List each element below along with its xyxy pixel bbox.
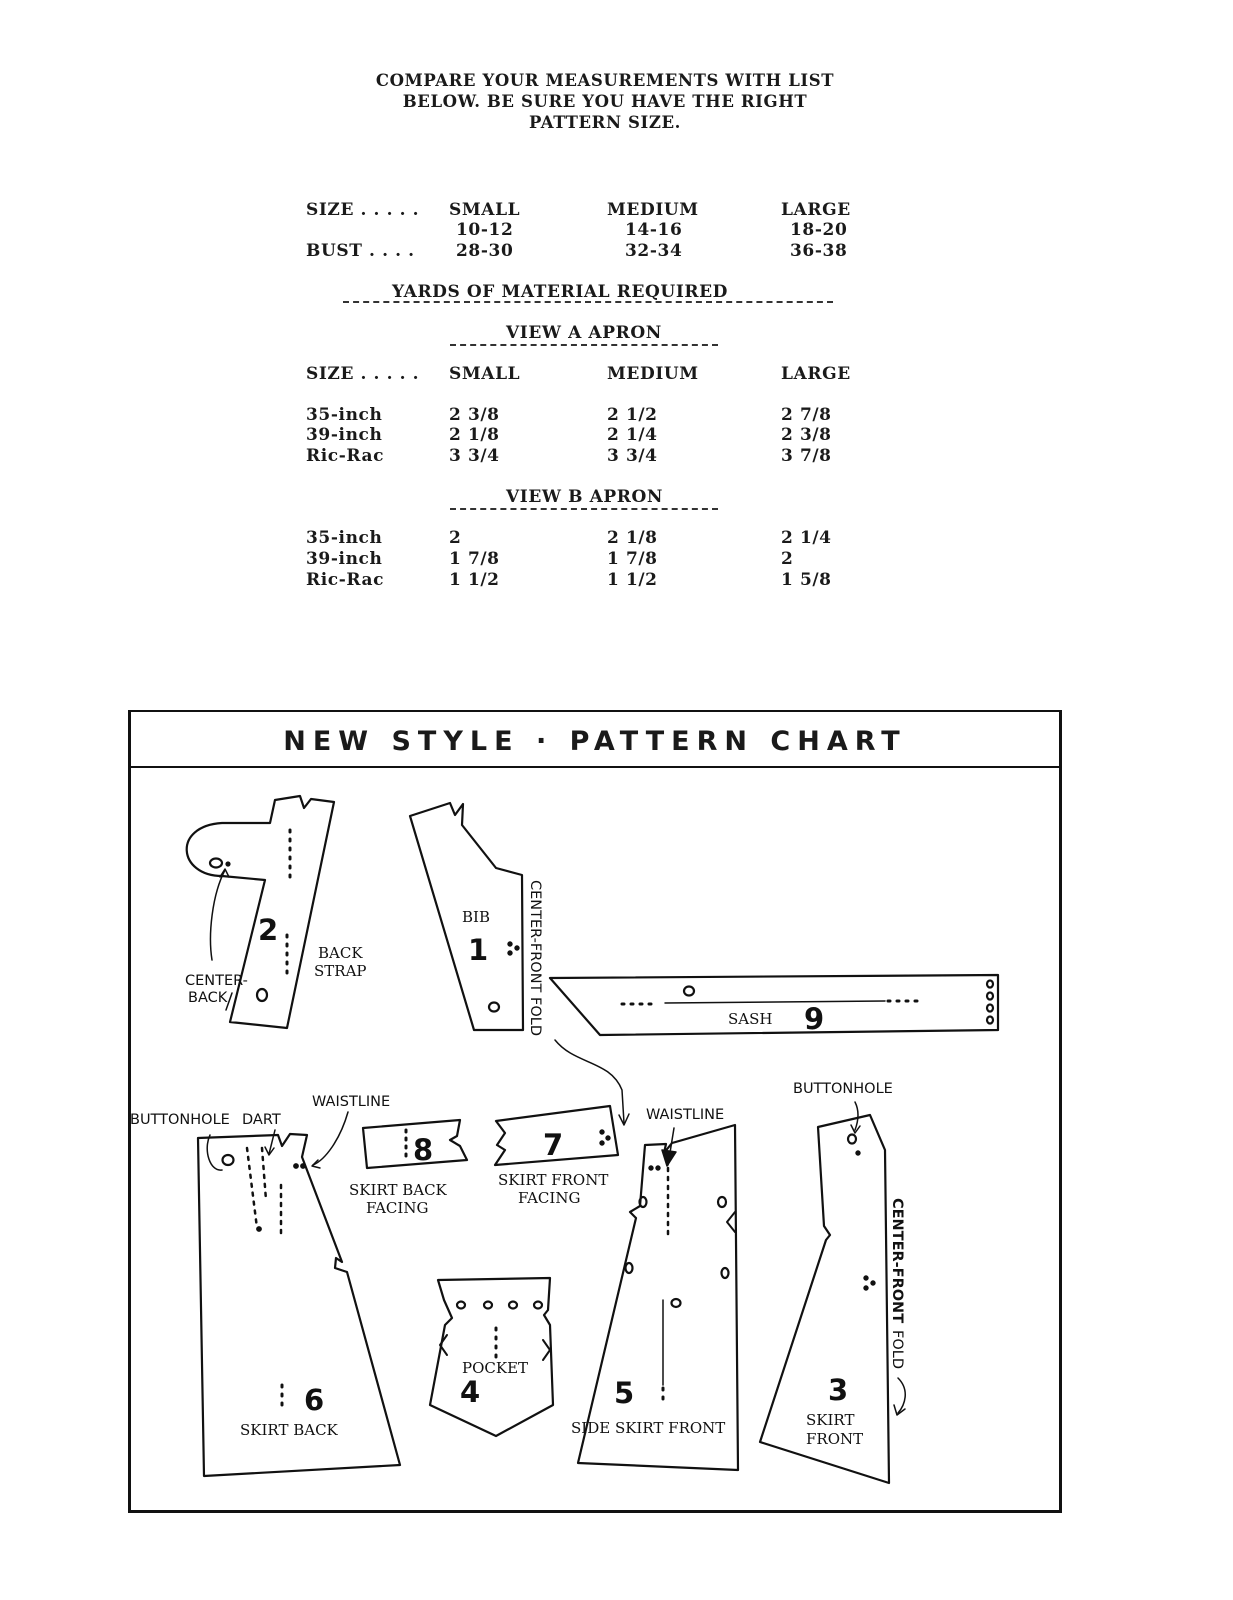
range-small: 10-12 <box>456 220 514 240</box>
piece-7-label-line1: SKIRT FRONT <box>498 1171 608 1189</box>
table-cell: 1 7/8 <box>449 549 500 569</box>
view-b-heading: VIEW B APRON <box>506 487 664 507</box>
center-front-label-vertical: CENTER-FRONT <box>889 1198 905 1323</box>
table-row-label: 35-inch <box>306 528 383 548</box>
piece-6-number: 6 <box>304 1383 324 1417</box>
piece-1-label: BIB <box>462 908 490 926</box>
table-cell: 2 1/8 <box>449 425 500 445</box>
center-back-label-2: BACK <box>188 990 228 1006</box>
piece-pocket: POCKET 4 <box>428 1276 555 1438</box>
range-medium: 14-16 <box>625 220 683 240</box>
piece-7-label-line2: FACING <box>518 1189 580 1207</box>
table-cell: 2 1/4 <box>781 528 832 548</box>
piece-2-label-line1: BACK <box>318 944 363 962</box>
table-cell: 1 1/2 <box>607 570 658 590</box>
view-a-col-medium: MEDIUM <box>607 364 699 384</box>
waistline-label-left: WAISTLINE <box>312 1094 390 1110</box>
piece-8-number: 8 <box>413 1133 433 1167</box>
buttonhole-label-left: BUTTONHOLE <box>130 1112 230 1128</box>
piece-skirt-back-facing: 8 SKIRT BACK FACING <box>349 1118 469 1217</box>
table-cell: 3 7/8 <box>781 446 832 466</box>
table-row-label: Ric-Rac <box>306 570 385 590</box>
table-cell: 2 3/8 <box>449 405 500 425</box>
piece-bib: BIB 1 CENTER-FRONT FOLD <box>408 801 630 1126</box>
view-a-size-label: SIZE . . . . . <box>306 364 420 384</box>
intro-line-3: PATTERN SIZE. <box>529 113 681 132</box>
piece-3-number: 3 <box>828 1373 848 1407</box>
table-cell: 2 <box>449 528 462 548</box>
intro-text: COMPARE YOUR MEASUREMENTS WITH LIST BELO… <box>300 70 910 133</box>
piece-7-number: 7 <box>543 1128 563 1162</box>
piece-8-label-line1: SKIRT BACK <box>349 1181 448 1199</box>
table-row-label: 39-inch <box>306 425 383 445</box>
bust-medium: 32-34 <box>625 241 683 261</box>
piece-4-number: 4 <box>460 1375 480 1409</box>
buttonhole-label-right: BUTTONHOLE <box>793 1081 893 1097</box>
table-cell: 2 1/4 <box>607 425 658 445</box>
table-cell: 1 7/8 <box>607 549 658 569</box>
piece-8-label-line2: FACING <box>366 1199 428 1217</box>
piece-3-label-line2: FRONT <box>806 1430 863 1448</box>
bust-label: BUST . . . . <box>306 241 415 261</box>
pattern-chart-title: NEW STYLE · PATTERN CHART <box>131 712 1059 768</box>
waistline-label-right: WAISTLINE <box>646 1107 724 1123</box>
piece-skirt-back: 6 SKIRT BACK BUTTONHOLE DART WAISTLINE <box>130 1094 402 1478</box>
table-cell: 2 <box>781 549 794 569</box>
view-a-heading: VIEW A APRON <box>506 323 662 343</box>
piece-6-label: SKIRT BACK <box>240 1421 339 1439</box>
view-b-underline <box>450 508 718 510</box>
piece-5-label: SIDE SKIRT FRONT <box>571 1419 725 1437</box>
table-row-label: Ric-Rac <box>306 446 385 466</box>
center-back-label-1: CENTER- <box>185 973 248 989</box>
table-cell: 1 5/8 <box>781 570 832 590</box>
table-row-label: 35-inch <box>306 405 383 425</box>
bust-large: 36-38 <box>790 241 848 261</box>
piece-1-number: 1 <box>468 933 488 967</box>
bust-small: 28-30 <box>456 241 514 261</box>
view-a-underline <box>450 344 718 346</box>
table-row-label: 39-inch <box>306 549 383 569</box>
piece-5-number: 5 <box>614 1376 634 1410</box>
intro-line-1: COMPARE YOUR MEASUREMENTS WITH LIST <box>375 71 835 90</box>
table-cell: 2 3/8 <box>781 425 832 445</box>
range-large: 18-20 <box>790 220 848 240</box>
center-front-fold-label-vertical: CENTER-FRONT FOLD <box>527 880 543 1036</box>
piece-2-number: 2 <box>258 913 278 947</box>
piece-2-label-line2: STRAP <box>314 962 367 980</box>
table-cell: 2 1/8 <box>607 528 658 548</box>
piece-side-skirt-front: 5 SIDE SKIRT FRONT WAISTLINE <box>571 1107 740 1472</box>
fold-label-vertical: FOLD <box>889 1330 905 1369</box>
table-cell: 2 1/2 <box>607 405 658 425</box>
yardage-heading: YARDS OF MATERIAL REQUIRED <box>392 282 729 302</box>
pattern-chart: NEW STYLE · PATTERN CHART <box>128 710 1062 1513</box>
size-label: SIZE . . . . . <box>306 200 420 220</box>
table-cell: 3 3/4 <box>607 446 658 466</box>
view-a-col-large: LARGE <box>781 364 851 384</box>
piece-3-label-line1: SKIRT <box>806 1411 854 1429</box>
yardage-heading-underline <box>343 301 833 303</box>
view-a-col-small: SMALL <box>449 364 521 384</box>
piece-9-label: SASH <box>728 1010 772 1028</box>
table-cell: 1 1/2 <box>449 570 500 590</box>
table-cell: 3 3/4 <box>449 446 500 466</box>
piece-skirt-front-facing: 7 SKIRT FRONT FACING <box>493 1104 620 1207</box>
piece-back-strap: 2 BACK STRAP CENTER- BACK <box>185 794 367 1030</box>
piece-9-number: 9 <box>804 1002 824 1036</box>
piece-skirt-front: BUTTONHOLE 3 SKIRT FRONT CENTER-FRONT FO… <box>758 1081 906 1485</box>
dart-label: DART <box>242 1112 281 1128</box>
table-cell: 2 7/8 <box>781 405 832 425</box>
size-medium: MEDIUM <box>607 200 699 220</box>
piece-4-label: POCKET <box>462 1359 528 1377</box>
size-small: SMALL <box>449 200 521 220</box>
intro-line-2: BELOW. BE SURE YOU HAVE THE RIGHT <box>402 92 808 111</box>
piece-sash: SASH 9 <box>548 973 1000 1037</box>
size-large: LARGE <box>781 200 851 220</box>
